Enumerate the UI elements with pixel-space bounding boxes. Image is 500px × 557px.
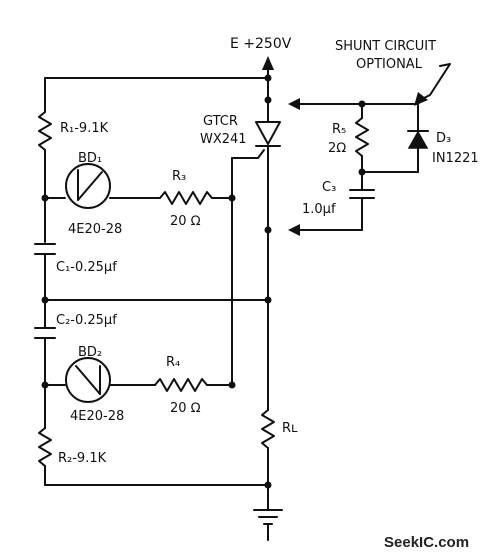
resistor-rl	[261, 409, 275, 511]
c1-label: C₁-0.25μf	[56, 260, 117, 275]
breakdown-diode-bd1	[44, 163, 161, 209]
bd1-name: BD₁	[78, 151, 102, 166]
ground-symbol	[253, 509, 283, 541]
bd1-part: 4E20-28	[68, 222, 122, 237]
r2-label: R₂-9.1K	[58, 451, 107, 466]
capacitor-c3	[288, 171, 375, 236]
gtcr-name: GTCR	[203, 114, 238, 129]
r3-value: 20 Ω	[170, 214, 201, 229]
d3-name: D₃	[436, 131, 451, 146]
c2-label: C₂-0.25μf	[56, 313, 117, 328]
c3-value: 1.0μf	[302, 202, 336, 217]
resistor-r5	[355, 103, 369, 173]
c3-name: C₃	[322, 180, 336, 195]
diode-d3	[407, 103, 429, 173]
junction-dots	[41, 74, 366, 489]
supply-label: E +250V	[230, 36, 292, 52]
capacitor-c2	[34, 299, 56, 386]
rl-name: Rʟ	[282, 421, 298, 436]
r3-name: R₃	[172, 169, 186, 184]
watermark-text: SeekIC.com	[384, 534, 469, 551]
d3-part: IN1221	[432, 151, 479, 166]
r5-name: R₅	[332, 122, 346, 137]
shunt-top-wire	[288, 98, 419, 110]
r1-label: R₁-9.1K	[60, 121, 109, 136]
r4-value: 20 Ω	[170, 401, 201, 416]
resistor-r4	[154, 378, 233, 392]
shunt-label-line1: SHUNT CIRCUIT	[335, 39, 436, 54]
resistor-r1	[38, 77, 52, 199]
shunt-label-line2: OPTIONAL	[356, 57, 423, 72]
resistor-r2	[38, 384, 52, 486]
resistor-r3	[159, 191, 233, 205]
gtcr-part: WX241	[200, 132, 247, 147]
gate-lead	[257, 149, 265, 159]
capacitor-c1	[34, 243, 56, 301]
bd2-name: BD₂	[78, 345, 102, 360]
r4-name: R₄	[166, 355, 180, 370]
breakdown-diode-bd2	[44, 357, 156, 403]
shunt-callout-pointer	[414, 63, 451, 106]
bd2-part: 4E20-28	[70, 409, 124, 424]
gtcr-thyristor	[255, 121, 281, 231]
r5-value: 2Ω	[328, 141, 346, 156]
